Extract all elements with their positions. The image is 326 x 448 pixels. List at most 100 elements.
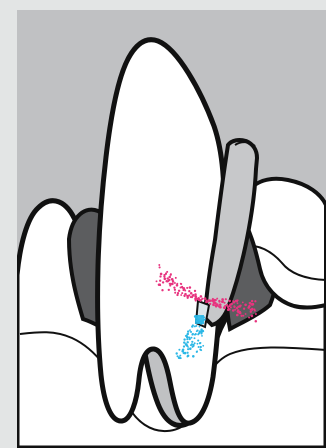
spray-dot-pink (251, 315, 254, 318)
spray-dot-pink (182, 287, 184, 289)
spray-dot-blue (200, 349, 202, 351)
spray-dot-blue (188, 337, 190, 339)
spray-dot-pink (172, 278, 174, 280)
spray-dot-pink (212, 299, 214, 301)
spray-dot-pink (224, 307, 226, 309)
spray-dot-pink (174, 282, 176, 284)
spray-dot-pink (180, 283, 182, 285)
spray-dot-pink (162, 281, 164, 283)
spray-dot-pink (233, 306, 235, 308)
spray-dot-pink (242, 301, 244, 303)
spray-dot-pink (218, 300, 220, 302)
spray-dot-pink (245, 313, 247, 315)
spray-dot-pink (219, 303, 222, 306)
spray-dot-blue (196, 351, 198, 353)
spray-dot-blue (187, 348, 189, 350)
spray-dot-pink (229, 309, 231, 311)
spray-dot-blue (183, 345, 185, 347)
spray-dot-blue (192, 355, 195, 358)
spray-dot-pink (188, 290, 190, 292)
spray-dot-pink (169, 285, 171, 287)
spray-dot-blue (200, 346, 202, 348)
spray-dot-blue (199, 342, 201, 344)
spray-dot-pink (201, 298, 203, 300)
spray-dot-blue (201, 335, 203, 337)
spray-dot-blue (186, 338, 188, 340)
spray-dot-pink (236, 307, 238, 309)
spray-dot-pink (174, 289, 176, 291)
spray-dot-pink (176, 283, 178, 285)
spray-dot-blue (191, 341, 193, 343)
spray-dot-blue (191, 343, 193, 345)
spray-dot-pink (165, 280, 167, 282)
spray-dot-blue (202, 345, 204, 347)
spray-dot-pink (158, 264, 160, 266)
spray-dot-pink (194, 293, 196, 295)
spray-dot-blue (179, 355, 181, 357)
spray-dot-blue (190, 331, 192, 333)
spray-dot-pink (190, 292, 193, 295)
spray-dot-pink (223, 302, 225, 304)
spray-dot-pink (214, 302, 216, 304)
spray-dot-pink (164, 278, 167, 281)
spray-dot-pink (219, 306, 222, 309)
spray-dot-pink (175, 277, 177, 279)
spray-dot-pink (255, 313, 257, 315)
spray-dot-pink (172, 281, 174, 283)
spray-dot-pink (183, 295, 185, 297)
spray-dot-pink (251, 300, 253, 302)
spray-dot-blue (194, 342, 196, 344)
spray-dot-pink (207, 299, 209, 301)
spray-dot-pink (230, 306, 232, 308)
spray-dot-pink (159, 284, 161, 286)
spray-dot-blue (197, 340, 199, 342)
spray-dot-pink (188, 294, 190, 296)
spray-dot-pink (200, 295, 203, 298)
spray-dot-blue (194, 325, 196, 327)
spray-dot-pink (232, 309, 235, 312)
spray-dot-pink (254, 300, 256, 302)
spray-dot-blue (181, 350, 183, 352)
spray-dot-pink (194, 290, 196, 292)
spray-dot-pink (237, 310, 239, 312)
spray-dot-pink (244, 303, 247, 306)
spray-dot-pink (174, 292, 176, 294)
spray-dot-pink (186, 287, 188, 289)
spray-dot-pink (167, 277, 169, 279)
spray-dot-pink (163, 275, 165, 277)
spray-dot-pink (161, 289, 163, 291)
spray-dot-blue (186, 341, 188, 343)
spray-dot-pink (170, 273, 172, 275)
spray-dot-blue (197, 343, 199, 345)
spray-dot-pink (194, 298, 196, 300)
spray-dot-pink (237, 302, 239, 304)
spray-dot-pink (254, 310, 256, 312)
spray-dot-pink (159, 275, 161, 277)
spray-dot-pink (251, 309, 253, 311)
spray-dot-pink (160, 273, 163, 276)
spray-dot-blue (187, 346, 189, 348)
spray-dot-pink (215, 304, 218, 307)
spray-dot-pink (168, 289, 170, 291)
spray-dot-pink (238, 305, 241, 308)
spray-dot-pink (236, 314, 239, 317)
spray-dot-pink (169, 283, 171, 285)
spray-dot-blue (194, 337, 196, 339)
spray-dot-pink (159, 266, 161, 268)
spray-dot-pink (209, 303, 211, 305)
spray-dot-pink (171, 283, 174, 286)
spray-dot-pink (248, 305, 251, 308)
spray-dot-pink (189, 286, 192, 289)
spray-dot-blue (177, 355, 179, 357)
spray-dot-pink (173, 286, 175, 288)
spray-source-glow (195, 315, 204, 324)
spray-dot-blue (183, 338, 185, 340)
spray-dot-pink (156, 280, 158, 282)
spray-dot-pink (191, 296, 193, 298)
spray-dot-pink (159, 280, 161, 282)
spray-dot-blue (198, 346, 200, 348)
spray-dot-blue (187, 333, 189, 335)
spray-dot-pink (225, 298, 227, 300)
